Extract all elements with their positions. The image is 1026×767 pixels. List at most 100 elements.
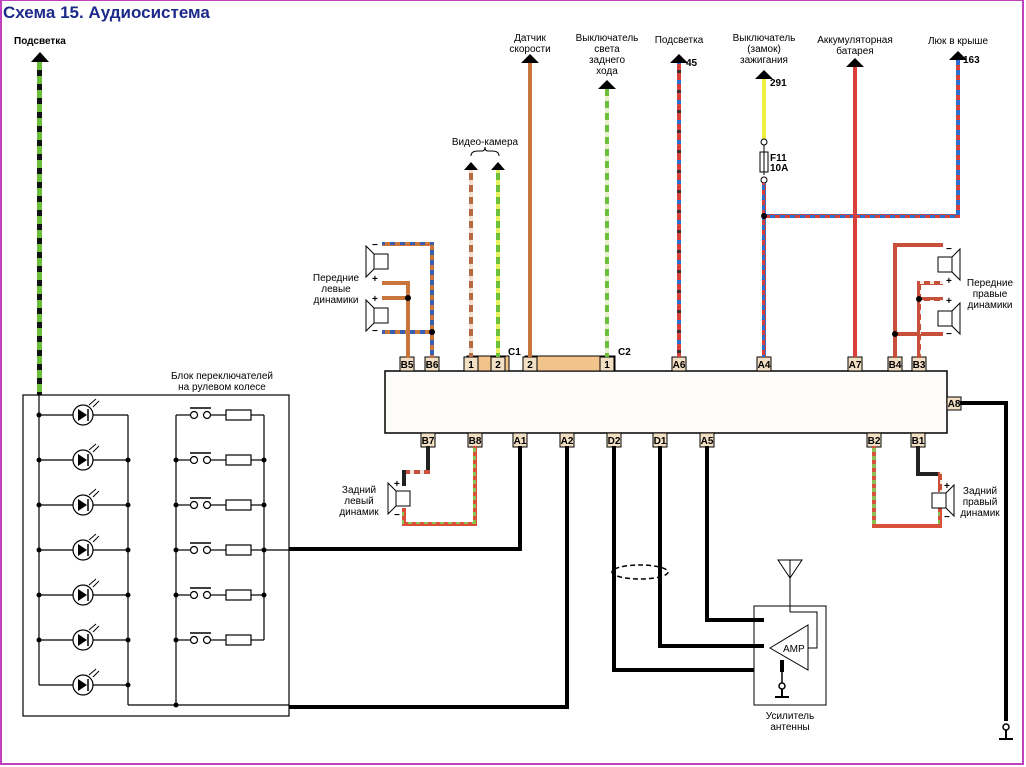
label-front-left-2: левые bbox=[321, 284, 351, 295]
pin-d1: D1 bbox=[652, 432, 668, 448]
head-unit-box bbox=[384, 370, 948, 434]
switch-button-icon bbox=[173, 632, 264, 646]
label-ignition-1: Выключатель bbox=[733, 33, 796, 44]
label-c2: C2 bbox=[618, 347, 631, 358]
rear-right-speaker: + − Задний правый динамик bbox=[872, 446, 1000, 528]
pin-a8: A8 bbox=[946, 396, 962, 411]
label-front-right-1: Передние bbox=[967, 278, 1014, 289]
pin-b4: B4 bbox=[887, 356, 903, 372]
svg-text:D2: D2 bbox=[608, 436, 621, 447]
fuse-name: F11 bbox=[770, 153, 787, 164]
sunroof-branch-wire bbox=[764, 214, 960, 218]
label-ignition-2: (замок) bbox=[747, 44, 781, 55]
reverse-switch-wire bbox=[605, 89, 609, 357]
backlight-left-wire: Подсветка bbox=[14, 36, 66, 395]
sunroof-wire bbox=[956, 60, 960, 217]
front-right-speakers: − + + − Передние правые динамики bbox=[892, 243, 1014, 358]
speaker-icon bbox=[937, 310, 953, 327]
label-rear-left-1: Задний bbox=[342, 485, 376, 496]
pin-b8: B8 bbox=[467, 432, 483, 448]
label-rear-right-1: Задний bbox=[963, 486, 997, 497]
svg-text:+: + bbox=[944, 481, 950, 492]
led-icon bbox=[39, 668, 131, 696]
backlight-wire bbox=[677, 63, 681, 357]
led-icon bbox=[36, 398, 128, 426]
steering-switch-block: Блок переключателей на рулевом колесе bbox=[22, 371, 290, 717]
fuse-terminal bbox=[760, 138, 768, 146]
label-ignition-num: 291 bbox=[770, 78, 787, 89]
speaker-icon bbox=[937, 256, 953, 273]
switch-button-icon bbox=[173, 587, 267, 601]
svg-text:A7: A7 bbox=[849, 360, 862, 371]
label-steering-2: на рулевом колесе bbox=[178, 382, 266, 393]
led-icon bbox=[36, 533, 131, 561]
svg-text:+: + bbox=[372, 294, 378, 305]
label-rear-left-3: динамик bbox=[339, 507, 379, 518]
antenna-amplifier: AMP Усилитель антенны bbox=[753, 559, 827, 733]
svg-text:B6: B6 bbox=[426, 360, 439, 371]
label-sunroof-num: 163 bbox=[963, 55, 980, 66]
label-backlight-num: 45 bbox=[686, 58, 698, 69]
arrow-up-icon bbox=[31, 52, 49, 62]
svg-text:−: − bbox=[946, 244, 952, 255]
pin-c2_1: 1 bbox=[599, 356, 615, 372]
label-backlight: Подсветка bbox=[655, 35, 704, 46]
label-front-right-2: правые bbox=[973, 289, 1008, 300]
label-amp-1: Усилитель bbox=[766, 711, 814, 722]
video-wire-1 bbox=[469, 170, 473, 357]
front-left-speakers: − + + − Передние левые динамики bbox=[313, 240, 435, 358]
pin-d2: D2 bbox=[606, 432, 622, 448]
video-wire-2 bbox=[496, 170, 500, 357]
speaker-icon bbox=[395, 490, 411, 507]
signal-wires bbox=[289, 446, 782, 709]
arrow-up-icon bbox=[491, 162, 505, 170]
ignition-feed-wire bbox=[762, 183, 766, 357]
label-amp-2: антенны bbox=[770, 722, 809, 733]
arrow-up-icon bbox=[949, 51, 967, 60]
svg-text:D1: D1 bbox=[654, 436, 667, 447]
svg-text:−: − bbox=[944, 512, 950, 523]
led-icon bbox=[36, 623, 131, 651]
arrow-up-icon bbox=[521, 54, 539, 63]
pin-b1: B1 bbox=[910, 432, 926, 448]
label-speed-sensor-1: Датчик bbox=[514, 33, 546, 44]
svg-text:1: 1 bbox=[468, 360, 474, 371]
svg-text:+: + bbox=[946, 296, 952, 307]
label-front-right-3: динамики bbox=[968, 300, 1013, 311]
svg-text:B8: B8 bbox=[469, 436, 482, 447]
label-battery-2: батарея bbox=[836, 45, 873, 57]
svg-text:B2: B2 bbox=[868, 436, 881, 447]
pin-a1: A1 bbox=[512, 432, 528, 448]
label-c1: C1 bbox=[508, 347, 521, 358]
junction-dot bbox=[761, 213, 767, 219]
label-front-left-3: динамики bbox=[314, 295, 359, 306]
amplifier-icon bbox=[769, 624, 809, 671]
pin-a5: A5 bbox=[699, 432, 715, 448]
speaker-icon bbox=[931, 492, 947, 509]
led-icon bbox=[36, 488, 131, 516]
svg-text:A6: A6 bbox=[673, 360, 686, 371]
svg-text:+: + bbox=[946, 276, 952, 287]
led-icon bbox=[36, 443, 131, 471]
svg-text:−: − bbox=[946, 329, 952, 340]
svg-text:A4: A4 bbox=[758, 360, 771, 371]
svg-text:A8: A8 bbox=[948, 399, 961, 410]
shield-twisted-pair-icon bbox=[611, 564, 669, 580]
svg-text:B3: B3 bbox=[913, 360, 926, 371]
diagram-title: Схема 15. Аудиосистема bbox=[3, 3, 210, 22]
label-rear-right-3: динамик bbox=[960, 508, 1000, 519]
led-icon bbox=[36, 578, 131, 606]
pin-a4: A4 bbox=[756, 356, 772, 372]
pin-c1_1: 1 bbox=[463, 356, 479, 372]
svg-text:2: 2 bbox=[495, 360, 501, 371]
fuse-rating: 10А bbox=[770, 163, 788, 174]
label-battery-1: Аккумуляторная bbox=[817, 35, 893, 46]
svg-text:−: − bbox=[372, 240, 378, 251]
a8-ground-wire bbox=[960, 401, 1013, 740]
svg-text:+: + bbox=[394, 479, 400, 490]
pin-a7: A7 bbox=[847, 356, 863, 372]
speaker-icon bbox=[373, 253, 389, 270]
pin-b2: B2 bbox=[866, 432, 882, 448]
label-rear-left-2: левый bbox=[344, 496, 373, 507]
pin-b6: B6 bbox=[424, 356, 440, 372]
